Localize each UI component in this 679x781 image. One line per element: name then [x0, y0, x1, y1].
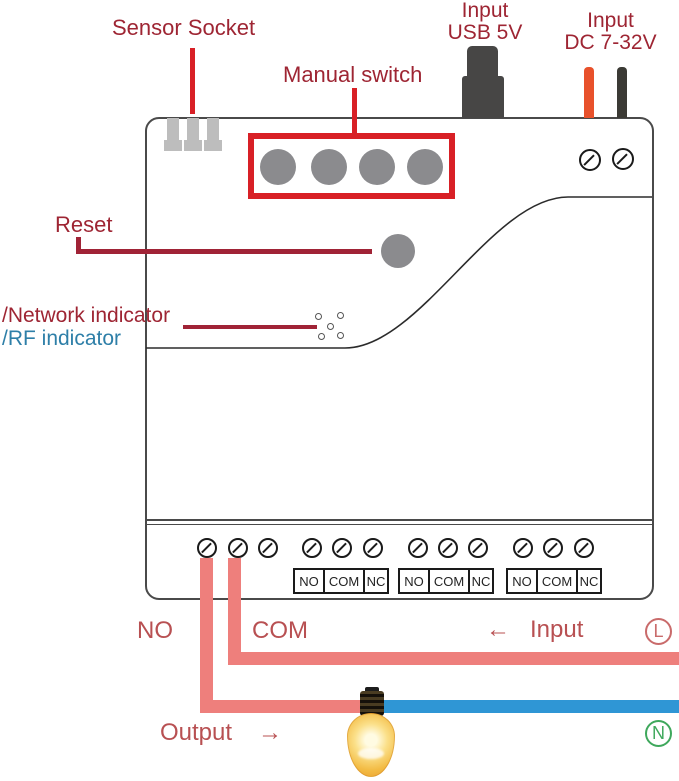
dc-negative-wire — [617, 67, 627, 118]
reset-label: Reset — [55, 212, 113, 237]
com-wire-label: COM — [252, 617, 308, 644]
output1-no-screw — [197, 538, 217, 558]
com-wire-horizontal — [228, 652, 679, 665]
terminal-label-row-1: NO COM NC — [293, 568, 389, 594]
sensor-socket-foot — [164, 140, 182, 151]
bulb-cap — [365, 687, 379, 693]
com-wire-vertical — [228, 558, 241, 665]
reset-leader-line-v — [76, 237, 81, 254]
input-direction-label: ← Input — [486, 616, 583, 644]
sensor-socket-label: Sensor Socket — [112, 15, 256, 40]
bulb-screw-base — [360, 691, 384, 716]
no-wire-vertical — [200, 558, 213, 713]
sensor-socket-pin — [207, 118, 219, 144]
no-wire-label: NO — [137, 617, 173, 644]
output4-no-screw — [513, 538, 533, 558]
usb-plug-barrel — [462, 76, 504, 118]
terminal-label-nc: NC — [363, 568, 389, 594]
manual-switch-button-1 — [260, 149, 296, 185]
terminal-label-row-2: NO COM NC — [398, 568, 494, 594]
dc-terminal-screw — [612, 148, 634, 170]
output1-com-screw — [228, 538, 248, 558]
manual-switch-button-4 — [407, 149, 443, 185]
output4-com-screw — [543, 538, 563, 558]
terminal-label-com: COM — [428, 568, 470, 594]
indicator-led — [337, 332, 344, 339]
indicator-led — [315, 313, 322, 320]
usb-plug-tip — [467, 46, 498, 78]
input-word: Input — [530, 616, 584, 643]
terminal-label-no: NO — [398, 568, 430, 594]
indicator-leader-line — [183, 325, 317, 329]
network-indicator-label: /Network indicator — [2, 304, 171, 327]
manual-switch-button-3 — [359, 149, 395, 185]
dc-terminal-screw — [579, 149, 601, 171]
usb-input-label: Input USB 5V — [445, 0, 525, 44]
output-word: Output — [160, 719, 233, 746]
output-direction-label: Output → — [160, 719, 282, 747]
usb-input-label-line1: Input — [461, 0, 509, 22]
dc-input-label: Input DC 7-32V — [563, 10, 658, 54]
sensor-socket-leader-line — [190, 48, 195, 114]
line-terminal-symbol: L — [645, 618, 672, 645]
usb-input-label-line2: USB 5V — [447, 21, 523, 44]
manual-switch-highlight-box — [248, 133, 455, 199]
terminal-label-no: NO — [506, 568, 538, 594]
indicator-led — [327, 323, 334, 330]
sensor-socket-foot — [204, 140, 222, 151]
output4-nc-screw — [574, 538, 594, 558]
terminal-label-com: COM — [536, 568, 578, 594]
reset-leader-line-h — [76, 249, 372, 254]
output1-nc-screw — [258, 538, 278, 558]
manual-switch-label: Manual switch — [283, 62, 423, 87]
output-arrow-icon: → — [258, 719, 283, 746]
output3-com-screw — [438, 538, 458, 558]
sensor-socket-foot — [184, 140, 202, 151]
sensor-socket-pin — [167, 118, 179, 144]
indicator-led — [337, 312, 344, 319]
manual-switch-button-2 — [311, 149, 347, 185]
output2-no-screw — [302, 538, 322, 558]
terminal-label-com: COM — [323, 568, 365, 594]
indicator-led — [318, 333, 325, 340]
rf-indicator-label: /RF indicator — [2, 327, 122, 350]
terminal-label-row-3: NO COM NC — [506, 568, 602, 594]
dc-positive-wire — [584, 67, 594, 118]
output3-nc-screw — [468, 538, 488, 558]
terminal-label-nc: NC — [576, 568, 602, 594]
output2-com-screw — [332, 538, 352, 558]
neutral-terminal-symbol: N — [645, 720, 672, 747]
neutral-wire — [378, 700, 679, 713]
reset-button — [381, 234, 415, 268]
dc-input-label-line1: Input — [587, 9, 634, 32]
dc-input-label-line2: DC 7-32V — [564, 31, 657, 54]
output3-no-screw — [408, 538, 428, 558]
terminal-label-nc: NC — [468, 568, 494, 594]
input-arrow-icon: ← — [486, 616, 510, 643]
output2-nc-screw — [363, 538, 383, 558]
terminal-label-no: NO — [293, 568, 325, 594]
no-wire-horizontal — [200, 700, 366, 713]
manual-switch-leader-line — [352, 88, 357, 135]
sensor-socket-pin — [187, 118, 199, 144]
